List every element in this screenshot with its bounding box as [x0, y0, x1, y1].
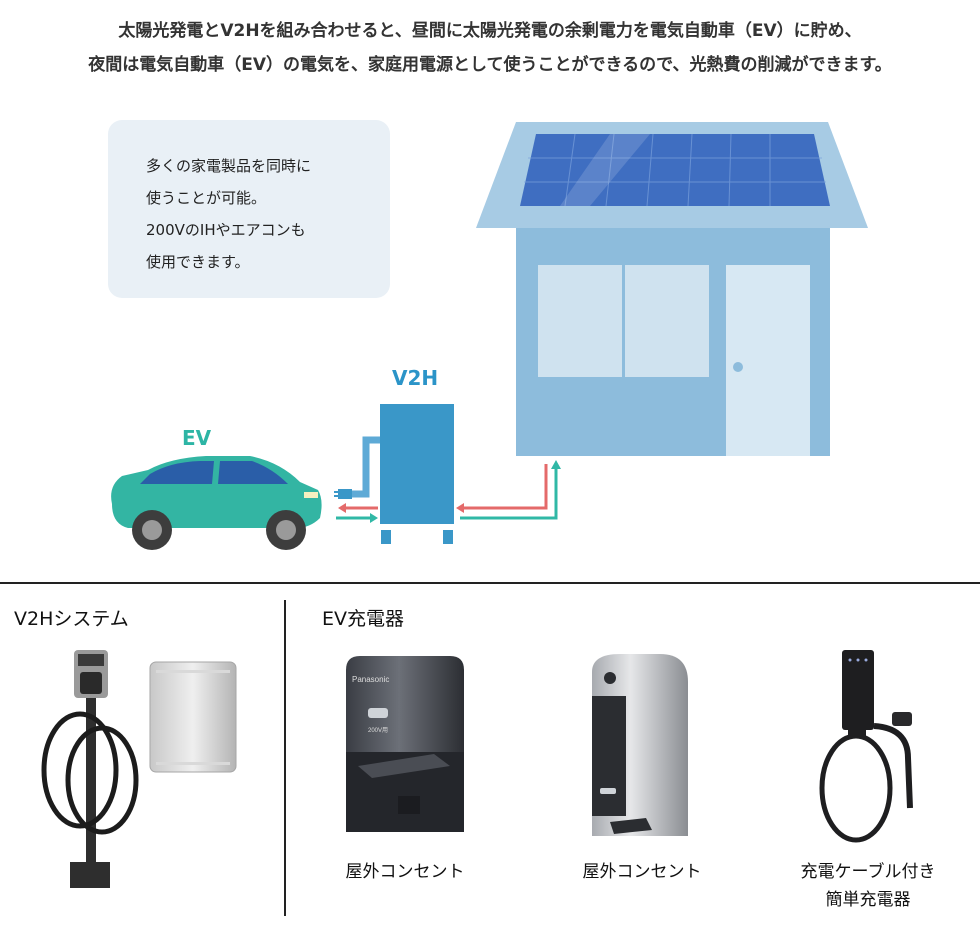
ev-charger-outlet-2-image	[592, 654, 688, 836]
house-window-left	[538, 265, 622, 377]
ev-charger-cable-image	[819, 650, 913, 843]
house-illustration	[476, 122, 868, 456]
power-flow-arrows	[336, 460, 561, 523]
ev-charger-title: EV充電器	[322, 608, 405, 630]
ev-charger-outlet-1-image: Panasonic 200V用	[346, 656, 464, 832]
v2h-label: V2H	[392, 366, 439, 390]
v2h-unit	[334, 404, 454, 544]
ev-label: EV	[182, 426, 212, 450]
column-divider	[284, 600, 286, 916]
intro-line-1: 太陽光発電とV2Hを組み合わせると、昼間に太陽光発電の余剰電力を電気自動車（EV…	[118, 21, 862, 41]
ev-car-illustration	[111, 456, 322, 550]
bubble-line-1: 多くの家電製品を同時に	[146, 157, 312, 175]
cable-charger-caption: 充電ケーブル付き 簡単充電器	[778, 858, 958, 914]
bubble-line-2: 使うことが可能。	[146, 189, 267, 207]
bubble-line-4: 使用できます。	[146, 253, 250, 271]
solar-panel	[520, 134, 830, 206]
cable-charger-caption-line-1: 充電ケーブル付き	[800, 862, 936, 882]
house-door	[726, 265, 810, 456]
v2h-system-title: V2Hシステム	[14, 608, 129, 630]
arrow-red-house-to-v2h	[460, 464, 548, 510]
svg-text:200V用: 200V用	[368, 727, 388, 734]
v2h-diagram	[111, 122, 868, 550]
cable-charger-caption-line-2: 簡単充電器	[825, 890, 911, 910]
arrow-teal-v2h-to-house	[460, 466, 558, 520]
house-window-right	[625, 265, 709, 377]
intro-line-2: 夜間は電気自動車（EV）の電気を、家庭用電源として使うことができるので、光熱費の…	[88, 55, 892, 75]
v2h-system-product-image	[41, 650, 237, 888]
outlet-2-caption: 屋外コンセント	[582, 862, 702, 882]
bubble-line-3: 200VのIHやエアコンも	[146, 221, 306, 239]
intro-text: 太陽光発電とV2Hを組み合わせると、昼間に太陽光発電の余剰電力を電気自動車（EV…	[0, 14, 980, 82]
door-knob	[733, 362, 743, 372]
outlet-1-caption: 屋外コンセント	[345, 862, 465, 882]
brand-logo-1: Panasonic	[352, 675, 389, 684]
section-divider	[0, 582, 980, 584]
info-bubble: 多くの家電製品を同時に 使うことが可能。 200VのIHやエアコンも 使用できま…	[108, 120, 390, 298]
